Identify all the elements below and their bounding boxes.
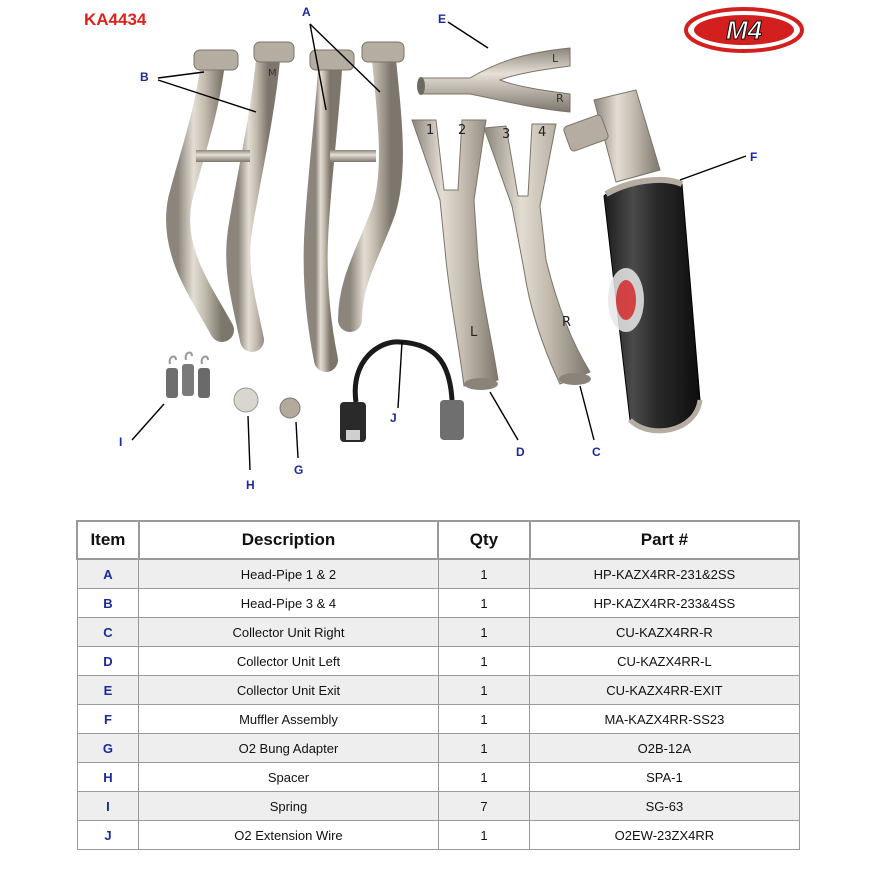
item-cell: E bbox=[76, 675, 140, 705]
description-cell: Head-Pipe 3 & 4 bbox=[138, 588, 439, 618]
description-cell: Collector Unit Right bbox=[138, 617, 439, 647]
part-cell: CU-KAZX4RR-EXIT bbox=[529, 675, 800, 705]
mark-left-e: L bbox=[552, 52, 559, 65]
qty-cell: 1 bbox=[437, 704, 531, 734]
header-description: Description bbox=[137, 520, 440, 560]
kit-number: KA4434 bbox=[84, 10, 147, 29]
qty-cell: 1 bbox=[437, 558, 531, 589]
mark-1: 1 bbox=[426, 123, 434, 138]
description-cell: Head-Pipe 1 & 2 bbox=[138, 558, 439, 589]
mark-2: 2 bbox=[458, 123, 466, 138]
mark-right-e: R bbox=[556, 92, 564, 105]
table-row: F Muffler Assembly 1 MA-KAZX4RR-SS23 bbox=[76, 704, 800, 734]
callout-b: B bbox=[140, 70, 149, 84]
table-row: C Collector Unit Right 1 CU-KAZX4RR-R bbox=[76, 617, 800, 647]
table-row: A Head-Pipe 1 & 2 1 HP-KAZX4RR-231&2SS bbox=[76, 558, 800, 589]
product-photo: M L R 1 2 L 3 4 R bbox=[131, 21, 747, 471]
qty-cell: 1 bbox=[437, 675, 531, 705]
svg-text:M: M bbox=[268, 68, 277, 79]
mark-right-c: R bbox=[562, 315, 571, 330]
o2-extension-wire-j bbox=[340, 339, 464, 442]
table-row: E Collector Unit Exit 1 CU-KAZX4RR-EXIT bbox=[76, 675, 800, 705]
table-row: D Collector Unit Left 1 CU-KAZX4RR-L bbox=[76, 646, 800, 676]
header-qty: Qty bbox=[437, 520, 531, 560]
item-cell: D bbox=[76, 646, 140, 676]
part-cell: CU-KAZX4RR-L bbox=[529, 646, 800, 676]
qty-cell: 1 bbox=[437, 617, 531, 647]
brand-logo: M4 bbox=[684, 7, 804, 53]
callout-g: G bbox=[294, 463, 304, 477]
description-cell: Collector Unit Left bbox=[138, 646, 439, 676]
callout-e: E bbox=[438, 12, 447, 26]
part-cell: O2EW-23ZX4RR bbox=[529, 820, 800, 850]
qty-cell: 1 bbox=[437, 762, 531, 792]
item-cell: C bbox=[76, 617, 140, 647]
table-row: B Head-Pipe 3 & 4 1 HP-KAZX4RR-233&4SS bbox=[76, 588, 800, 618]
description-cell: Spring bbox=[138, 791, 439, 821]
item-cell: B bbox=[76, 588, 140, 618]
table-row: I Spring 7 SG-63 bbox=[76, 791, 800, 821]
mark-4: 4 bbox=[538, 125, 546, 140]
head-pipe-a bbox=[303, 41, 405, 372]
description-cell: Muffler Assembly bbox=[138, 704, 439, 734]
qty-cell: 1 bbox=[437, 820, 531, 850]
description-cell: O2 Bung Adapter bbox=[138, 733, 439, 763]
qty-cell: 1 bbox=[437, 646, 531, 676]
spacer-h bbox=[233, 387, 259, 413]
callout-h: H bbox=[246, 478, 255, 492]
part-cell: O2B-12A bbox=[529, 733, 800, 763]
callout-j: J bbox=[390, 411, 397, 425]
springs-i bbox=[166, 351, 210, 398]
collector-unit-left-d: 1 2 L bbox=[411, 119, 499, 390]
muffler-assembly-f bbox=[563, 89, 703, 434]
mark-left-d: L bbox=[470, 325, 478, 340]
item-cell: H bbox=[76, 762, 140, 792]
part-cell: SG-63 bbox=[529, 791, 800, 821]
head-pipe-b: M bbox=[166, 41, 295, 352]
part-cell: HP-KAZX4RR-231&2SS bbox=[529, 558, 800, 589]
callout-a: A bbox=[302, 5, 311, 19]
part-cell: CU-KAZX4RR-R bbox=[529, 617, 800, 647]
callout-c: C bbox=[592, 445, 601, 459]
o2-bung-g bbox=[279, 397, 301, 419]
table-row: G O2 Bung Adapter 1 O2B-12A bbox=[76, 733, 800, 763]
svg-text:M4: M4 bbox=[726, 15, 763, 45]
description-cell: O2 Extension Wire bbox=[138, 820, 439, 850]
part-cell: MA-KAZX4RR-SS23 bbox=[529, 704, 800, 734]
header-part: Part # bbox=[528, 520, 801, 560]
part-cell: HP-KAZX4RR-233&4SS bbox=[529, 588, 800, 618]
qty-cell: 7 bbox=[437, 791, 531, 821]
part-cell: SPA-1 bbox=[529, 762, 800, 792]
header-item: Item bbox=[76, 520, 140, 560]
item-cell: G bbox=[76, 733, 140, 763]
callout-i: I bbox=[119, 435, 123, 449]
qty-cell: 1 bbox=[437, 733, 531, 763]
table-row: J O2 Extension Wire 1 O2EW-23ZX4RR bbox=[76, 820, 800, 850]
mark-3: 3 bbox=[502, 127, 510, 142]
collector-unit-right-c: 3 4 R bbox=[483, 123, 591, 385]
parts-table: Item Description Qty Part # A Head-Pipe … bbox=[76, 520, 801, 850]
item-cell: A bbox=[76, 558, 140, 589]
qty-cell: 1 bbox=[437, 588, 531, 618]
item-cell: J bbox=[76, 820, 140, 850]
item-cell: F bbox=[76, 704, 140, 734]
table-header-row: Item Description Qty Part # bbox=[76, 520, 801, 560]
table-row: H Spacer 1 SPA-1 bbox=[76, 762, 800, 792]
item-cell: I bbox=[76, 791, 140, 821]
callout-arrows bbox=[131, 21, 747, 471]
collector-exit-e: L R bbox=[417, 47, 571, 113]
description-cell: Collector Unit Exit bbox=[138, 675, 439, 705]
description-cell: Spacer bbox=[138, 762, 439, 792]
callout-f: F bbox=[750, 150, 758, 164]
callout-d: D bbox=[516, 445, 525, 459]
